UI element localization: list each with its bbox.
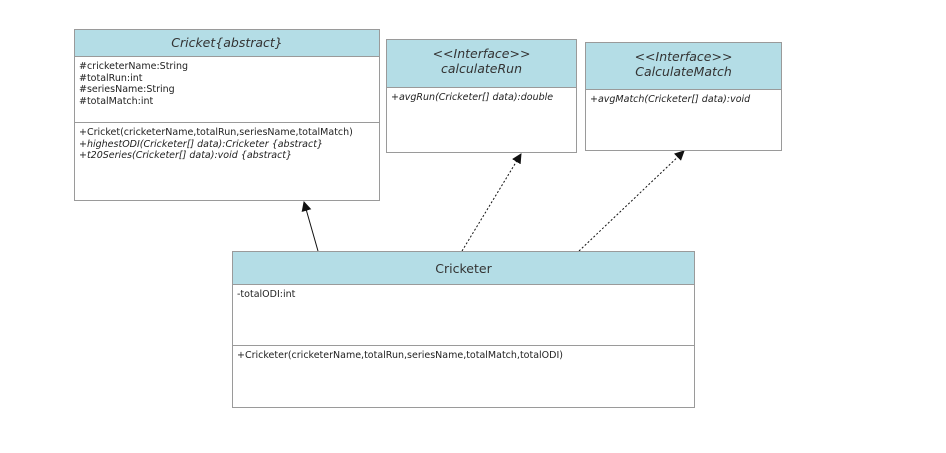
cricketer-methods: +Cricketer(cricketerName,totalRun,series… (233, 346, 694, 366)
cricket-attribute: #totalMatch:int (79, 95, 154, 107)
calculate-match-method: +avgMatch(Cricketer[] data):void (590, 94, 751, 105)
calculate-match-name: CalculateMatch (635, 64, 732, 79)
cricketer-class-header: Cricketer (233, 252, 694, 285)
realization-arrow-calculate-run (461, 153, 522, 252)
cricket-class-box: Cricket{abstract} #cricketerName:String … (74, 29, 380, 201)
calculate-match-methods: +avgMatch(Cricketer[] data):void (586, 90, 781, 110)
cricket-attribute: #cricketerName:String (79, 61, 189, 72)
cricketer-method: +Cricketer(cricketerName,totalRun,series… (237, 350, 563, 361)
calculate-run-header: <<Interface>> calculateRun (387, 40, 576, 88)
cricketer-class-box: Cricketer -totalODI:int +Cricketer(crick… (232, 251, 695, 408)
cricket-attribute: #totalRun:int (79, 72, 143, 84)
cricket-method: +highestODI(Cricketer[] data):Cricketer … (79, 138, 323, 150)
calculate-run-methods: +avgRun(Cricketer[] data):double (387, 88, 576, 108)
calculate-match-header: <<Interface>> CalculateMatch (586, 43, 781, 90)
calculate-run-interface-box: <<Interface>> calculateRun +avgRun(Crick… (386, 39, 577, 153)
realization-arrow-calculate-match (578, 150, 685, 252)
cricket-attribute: #seriesName:String (79, 84, 175, 95)
calculate-run-name: calculateRun (440, 61, 523, 76)
cricketer-attributes: -totalODI:int (233, 285, 694, 346)
cricket-method: +Cricket(cricketerName,totalRun,seriesNa… (79, 127, 353, 138)
inheritance-arrow (301, 201, 319, 252)
calculate-run-method: +avgRun(Cricketer[] data):double (391, 92, 554, 103)
cricket-class-header: Cricket{abstract} (75, 30, 379, 57)
calculate-run-stereotype: <<Interface>> (432, 46, 531, 61)
cricket-class-name: Cricket{abstract} (171, 35, 283, 50)
calculate-match-stereotype: <<Interface>> (634, 49, 733, 64)
cricket-attributes: #cricketerName:String #totalRun:int #ser… (75, 57, 379, 123)
cricket-method: +t20Series(Cricketer[] data):void {abstr… (79, 150, 293, 161)
cricketer-class-name: Cricketer (435, 261, 492, 276)
calculate-match-interface-box: <<Interface>> CalculateMatch +avgMatch(C… (585, 42, 782, 151)
cricket-methods: +Cricket(cricketerName,totalRun,seriesNa… (75, 123, 379, 166)
cricketer-attribute: -totalODI:int (237, 289, 296, 300)
